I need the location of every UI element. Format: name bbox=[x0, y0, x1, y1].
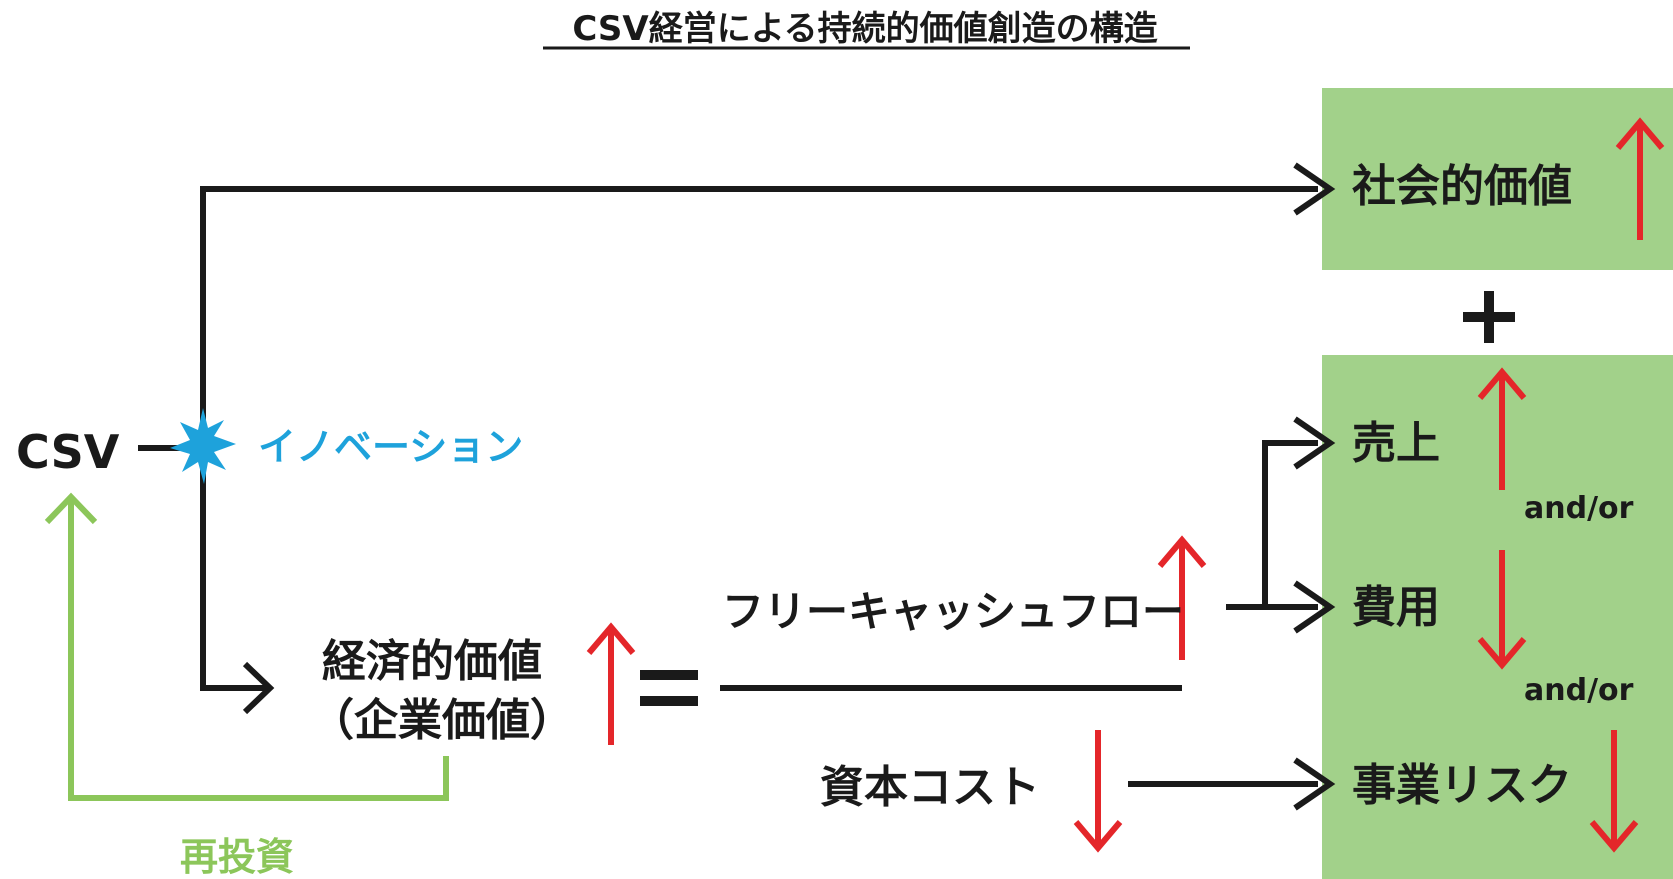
arrow-head-social bbox=[1293, 162, 1336, 216]
business-risk-label: 事業リスク bbox=[1352, 760, 1572, 811]
costs-label: 費用 bbox=[1352, 582, 1440, 633]
equals-sign bbox=[640, 670, 698, 706]
arrow-head-economic bbox=[242, 661, 275, 715]
economic-value-label-line1: 経済的価値 bbox=[322, 636, 542, 687]
innovation-label: イノベーション bbox=[258, 425, 523, 469]
reinvest-loop bbox=[44, 492, 449, 801]
and-or-label-1: and/or bbox=[1524, 491, 1634, 526]
arrow-head-sales bbox=[1293, 416, 1336, 470]
red-arrows bbox=[586, 117, 1665, 853]
innovation-burst-icon bbox=[170, 408, 236, 484]
free-cash-flow-label: フリーキャッシュフロー bbox=[722, 587, 1184, 636]
plus-sign bbox=[1463, 291, 1515, 343]
sales-label: 売上 bbox=[1352, 418, 1440, 469]
economic-value-label-line2: （企業価値） bbox=[310, 695, 574, 746]
capital-cost-label: 資本コスト bbox=[820, 762, 1040, 813]
and-or-label-2: and/or bbox=[1524, 673, 1634, 708]
social-value-label: 社会的価値 bbox=[1352, 161, 1572, 212]
arrow-head-risk bbox=[1293, 757, 1336, 811]
branch-to-sales bbox=[1262, 440, 1318, 607]
social-value-box bbox=[1322, 88, 1673, 270]
csv-label: CSV bbox=[16, 425, 120, 479]
arrow-head-costs bbox=[1293, 580, 1336, 634]
reinvestment-label: 再投資 bbox=[180, 835, 294, 879]
diagram-title: CSV経営による持続的価値創造の構造 bbox=[572, 9, 1157, 49]
